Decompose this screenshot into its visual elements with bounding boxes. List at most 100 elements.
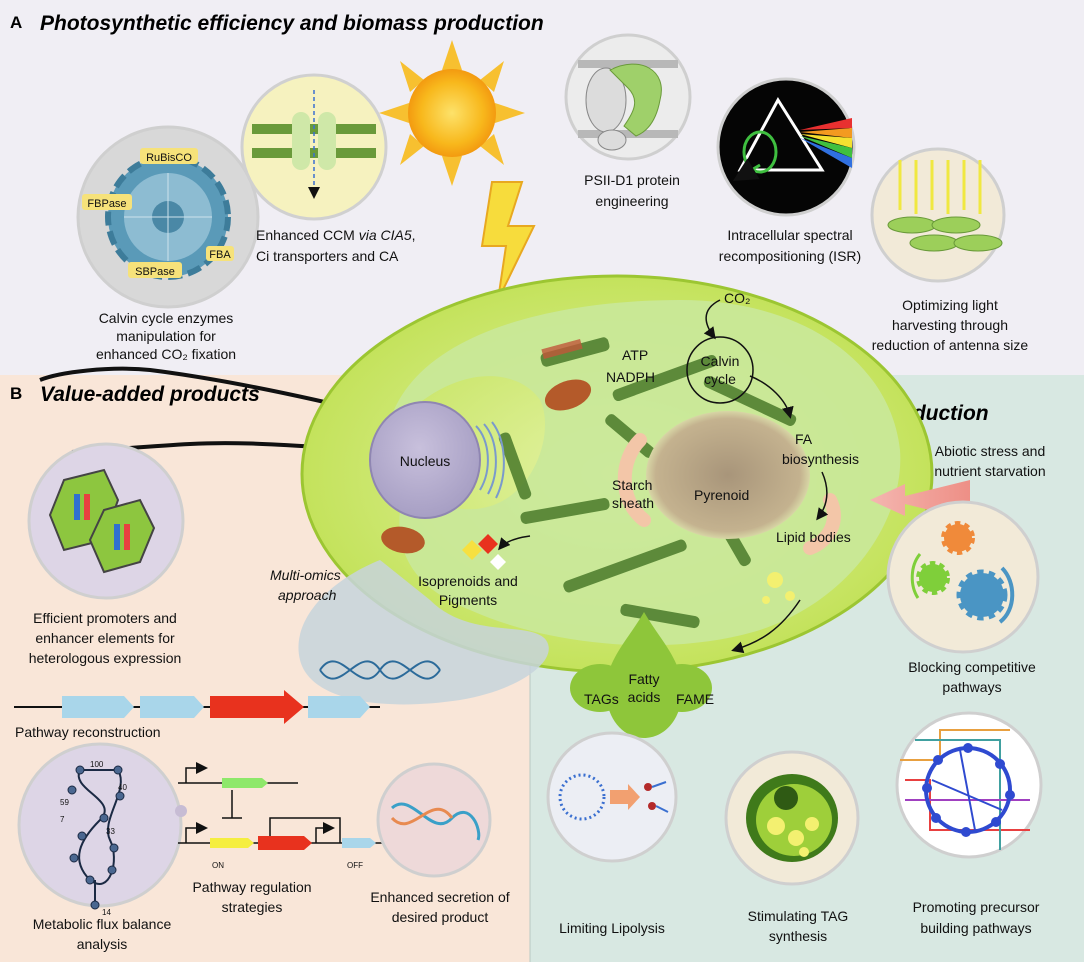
- regulation-caption-1: Pathway regulation: [192, 879, 311, 895]
- algae-cell: [300, 274, 934, 674]
- fatty-acids-arrow: [731, 599, 801, 654]
- promoters-caption-1: Efficient promoters and: [33, 610, 177, 626]
- antenna-icon: [870, 147, 1006, 283]
- antenna-caption-1: Optimizing light: [902, 297, 998, 313]
- fa-label-1: FA: [795, 431, 813, 447]
- ccm-membrane-icon: [240, 73, 388, 221]
- off-label: OFF: [347, 861, 363, 870]
- pyrenoid-label: Pyrenoid: [694, 487, 749, 503]
- secretion-caption-1: Enhanced secretion of: [370, 889, 509, 905]
- sbpase-tag: [128, 262, 182, 278]
- starch-label-1: Starch: [612, 477, 652, 493]
- promoters-caption-3: heterologous expression: [29, 650, 182, 666]
- calvin-enzymes-icon: [76, 125, 260, 309]
- target-gene: [258, 836, 312, 850]
- nucleus-label: Nucleus: [400, 453, 451, 469]
- fatty-acids-label-1: Fatty: [628, 671, 659, 687]
- nadph-label: NADPH: [606, 369, 655, 385]
- fbpase-label: FBPase: [87, 198, 126, 210]
- antenna-caption-3: reduction of antenna size: [872, 337, 1029, 353]
- starch-label-2: sheath: [612, 495, 654, 511]
- promoter-icon: [27, 442, 185, 600]
- regulation-caption-2: strategies: [222, 899, 283, 915]
- isr-prism-icon: [716, 77, 856, 217]
- calvin-caption-3: enhanced CO₂ fixation: [96, 346, 236, 362]
- pathway-genes: [14, 690, 380, 724]
- multiomics-label-2: approach: [278, 587, 337, 603]
- flux-number-7: 7: [60, 815, 65, 824]
- flux-number-14: 14: [102, 908, 111, 917]
- metabolic-flux-icon: [17, 742, 183, 910]
- lipolysis-caption: Limiting Lipolysis: [559, 920, 665, 936]
- sbpase-label: SBPase: [135, 266, 175, 278]
- blocking-caption-2: pathways: [942, 679, 1001, 695]
- pigment-yellow-icon: [462, 540, 482, 560]
- psii-caption-2: engineering: [595, 193, 668, 209]
- off-gene: [342, 838, 376, 848]
- tags-label: TAGs: [584, 691, 619, 707]
- regulator-gene: [222, 778, 268, 788]
- panel-a-title: Photosynthetic efficiency and biomass pr…: [40, 12, 544, 35]
- precursor-network-icon: [895, 711, 1043, 859]
- rubisco-tag: [140, 148, 198, 164]
- on-label: ON: [212, 861, 224, 870]
- pigment-white-icon: [490, 554, 506, 570]
- inducer-icon: [175, 805, 187, 817]
- multiomics-label-1: Multi-omics: [270, 567, 341, 583]
- psii-protein-icon: [564, 33, 692, 161]
- stress-caption-1: Abiotic stress and: [935, 443, 1046, 459]
- secretion-dna-icon: [376, 762, 492, 878]
- isr-caption-1: Intracellular spectral: [727, 227, 852, 243]
- ccm-caption-1: Enhanced CCM via CIA5,: [256, 227, 416, 243]
- calvin-caption-1: Calvin cycle enzymes: [99, 310, 234, 326]
- isoprenoids-label-2: Pigments: [439, 592, 497, 608]
- fba-label: FBA: [209, 249, 231, 261]
- atp-label: ATP: [622, 347, 648, 363]
- stress-caption-2: nutrient starvation: [934, 463, 1045, 479]
- secretion-caption-2: desired product: [392, 909, 489, 925]
- lipid-bodies-label: Lipid bodies: [776, 529, 851, 545]
- panel-b-title: Value-added products: [40, 383, 260, 406]
- promoters-caption-2: enhancer elements for: [35, 630, 175, 646]
- psii-caption-1: PSII-D1 protein: [584, 172, 680, 188]
- tag-caption-2: synthesis: [769, 928, 827, 944]
- flux-number-100: 100: [90, 760, 104, 769]
- fame-label: FAME: [676, 691, 714, 707]
- lipolysis-icon: [546, 731, 678, 863]
- blocking-caption-1: Blocking competitive: [908, 659, 1036, 675]
- on-gene: [210, 838, 254, 848]
- isr-caption-2: recompositioning (ISR): [719, 248, 861, 264]
- sun-icon: [379, 40, 525, 186]
- fa-arrow: [749, 375, 794, 419]
- fba-tag: [206, 246, 234, 261]
- co2-label: CO₂: [724, 290, 750, 306]
- tag-synthesis-icon: [724, 750, 860, 886]
- lightning-icon: [480, 181, 536, 301]
- competitive-pathways-gears-icon: [886, 500, 1040, 654]
- panel-b-letter: B: [10, 384, 22, 403]
- calvin-label-2: cycle: [704, 371, 736, 387]
- flux-number-40: 40: [118, 783, 127, 792]
- multiomics-bubble: [298, 560, 549, 705]
- rubisco-label: RuBisCO: [146, 152, 192, 164]
- isoprenoid-arrow: [498, 535, 531, 551]
- fatty-acids-label-2: acids: [628, 689, 661, 705]
- lipid-bodies-arrow: [816, 471, 829, 521]
- co2-arrow: [703, 299, 721, 340]
- flux-caption-1: Metabolic flux balance: [33, 916, 172, 932]
- fatty-acids-droplet-icon: [570, 612, 712, 738]
- pathway-recon-label: Pathway reconstruction: [15, 724, 161, 740]
- pigment-red-icon: [478, 534, 498, 554]
- isoprenoids-label-1: Isoprenoids and: [418, 573, 518, 589]
- flux-caption-2: analysis: [77, 936, 128, 952]
- calvin-caption-2: manipulation for: [116, 328, 216, 344]
- precursor-caption-2: building pathways: [920, 920, 1031, 936]
- antenna-caption-2: harvesting through: [892, 317, 1008, 333]
- flux-number-59: 59: [60, 798, 69, 807]
- ccm-caption-2: Ci transporters and CA: [256, 248, 399, 264]
- precursor-caption-1: Promoting precursor: [913, 899, 1040, 915]
- tag-caption-1: Stimulating TAG: [748, 908, 849, 924]
- fa-label-2: biosynthesis: [782, 451, 859, 467]
